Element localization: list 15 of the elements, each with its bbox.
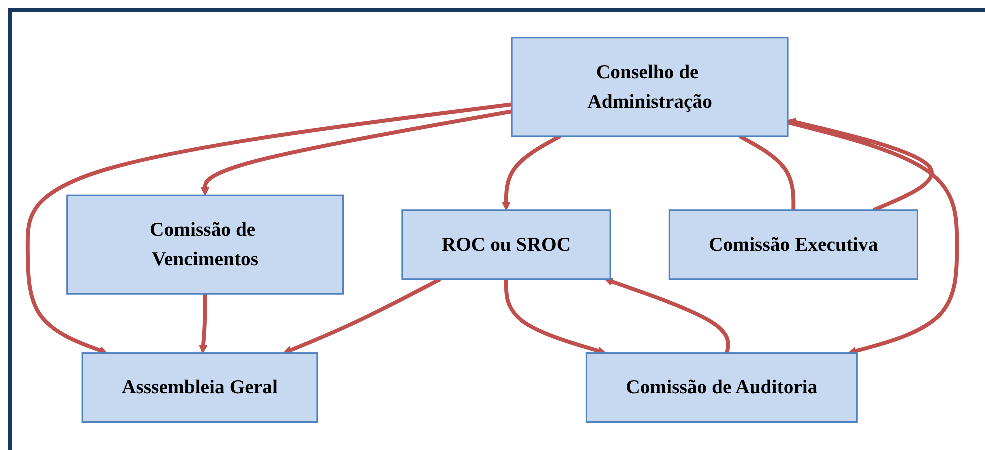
- node-box: Conselho de Administração: [511, 37, 789, 138]
- node-box: Comissão de Vencimentos: [66, 194, 344, 295]
- arrow: [604, 278, 730, 354]
- arrow: [26, 102, 512, 355]
- arrow: [504, 279, 606, 356]
- connector: [738, 134, 796, 210]
- node-box: Comissão Executiva: [668, 210, 918, 280]
- node-box: Comissão de Auditoria: [586, 352, 858, 423]
- arrow: [199, 294, 208, 354]
- arrow: [788, 120, 960, 356]
- arrow: [200, 110, 512, 196]
- arrow: [502, 134, 562, 211]
- arrow: [284, 278, 442, 354]
- node-box: ROC ou SROC: [402, 210, 612, 280]
- node-box: Asssembleia Geral: [82, 352, 318, 423]
